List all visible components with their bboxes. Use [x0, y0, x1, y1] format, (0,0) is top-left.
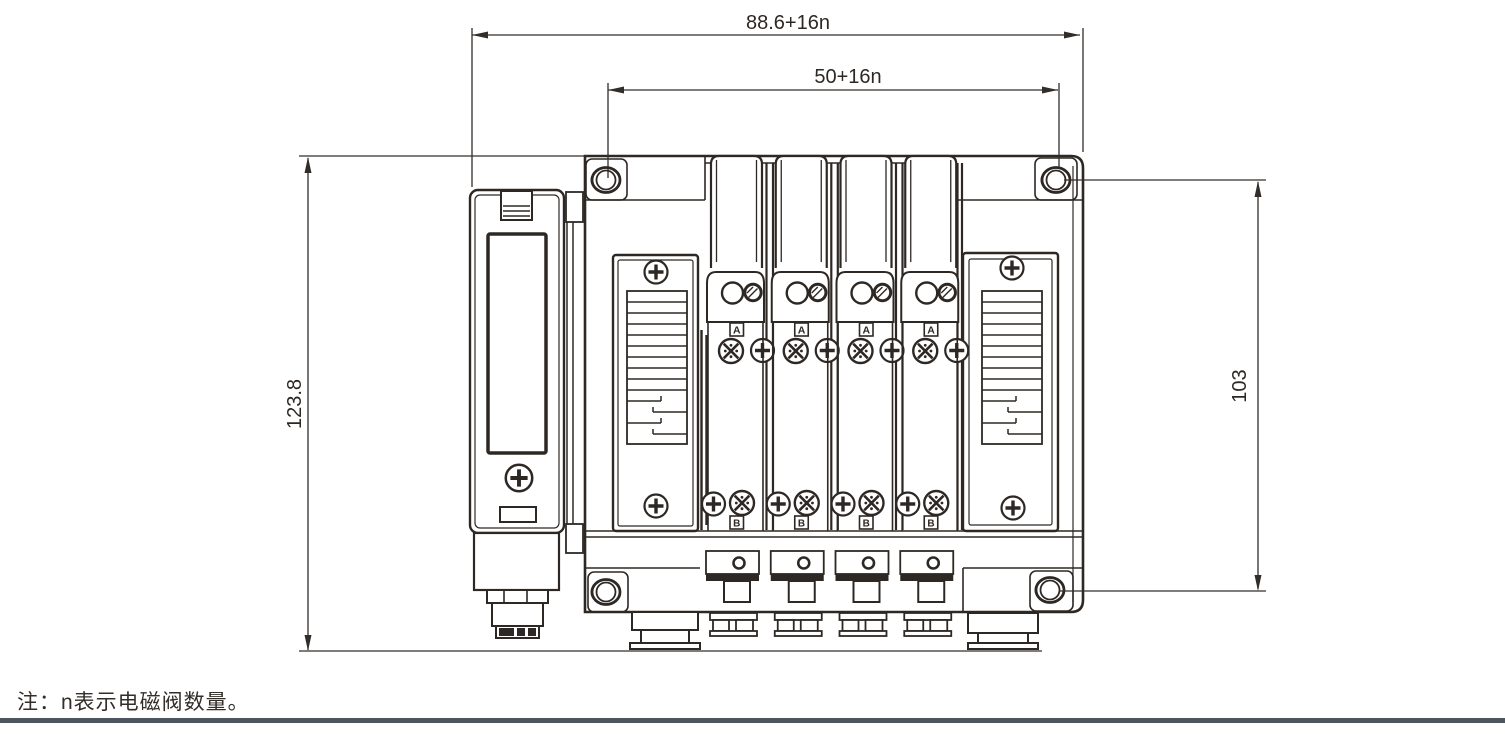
unit-screw — [503, 462, 535, 494]
hole-housing-bottom-left — [587, 571, 629, 613]
mounting-hole-bottom-right — [1033, 576, 1066, 604]
dim-hole-pitch-width-label: 50+16n — [814, 66, 881, 88]
right-end-plate — [961, 251, 1060, 533]
dimension-hole-pitch-width: 50+16n — [607, 66, 1060, 178]
hole-housing-top-right — [1034, 157, 1078, 201]
right-foot-fitting — [967, 612, 1039, 650]
label-window — [486, 232, 548, 455]
end-plate-screw — [998, 254, 1026, 282]
end-plate-screw — [642, 492, 670, 520]
vent-slots — [626, 290, 688, 445]
dim-hole-pitch-height-label: 103 — [1229, 369, 1251, 402]
electrical-connection-unit — [468, 188, 584, 639]
vent-slots — [981, 290, 1043, 445]
footnote: 注：n表示电磁阀数量。 — [17, 691, 250, 714]
dimension-overall-height: 123.8 — [284, 155, 1042, 652]
mounting-hole-bottom-left — [589, 578, 622, 606]
m12-connector — [486, 589, 549, 639]
left-foot-fitting — [629, 611, 701, 650]
end-plate-screw — [999, 494, 1027, 522]
dim-overall-width-label: 88.6+16n — [746, 12, 830, 34]
dimension-overall-width: 88.6+16n — [471, 12, 1084, 187]
left-end-plate — [611, 253, 700, 533]
end-plate-screw — [642, 258, 670, 286]
mounting-hole-top-left — [589, 166, 622, 194]
dimension-hole-pitch-height: 103 — [1060, 179, 1266, 592]
dim-overall-height-label: 123.8 — [284, 379, 306, 429]
footer-divider-bar — [0, 718, 1505, 723]
hole-housing-top-left — [585, 158, 628, 201]
